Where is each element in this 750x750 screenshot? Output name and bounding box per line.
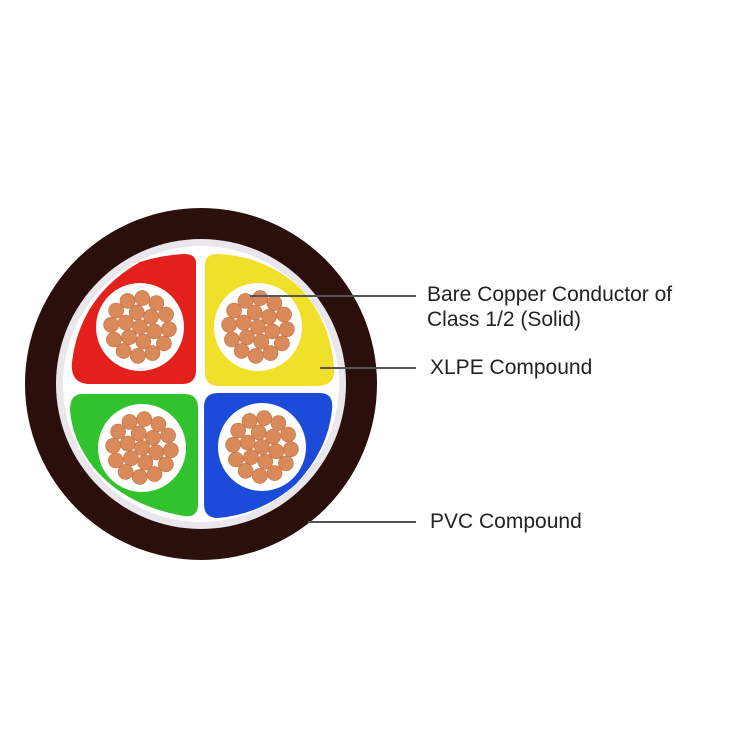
copper-strand [262, 345, 279, 361]
copper-strand [134, 440, 150, 456]
copper-strand [103, 316, 119, 333]
copper-strand [128, 304, 145, 321]
copper-strand [254, 439, 270, 455]
copper-strand [137, 454, 154, 471]
conductor-label-line1: Bare Copper Conductor of [427, 283, 673, 306]
copper-strand [241, 413, 258, 429]
copper-strand [123, 450, 139, 467]
copper-strand [237, 463, 254, 479]
copper-strand [280, 426, 296, 443]
copper-strand [119, 293, 136, 309]
copper-strand [221, 316, 237, 333]
xlpe-label: XLPE Compound [430, 356, 593, 379]
copper-strand [117, 464, 134, 480]
copper-strand [253, 333, 270, 350]
copper-strand [279, 321, 295, 338]
copper-strands [103, 290, 299, 485]
copper-strand [283, 441, 299, 458]
copper-strand [130, 425, 147, 442]
copper-strand [230, 422, 246, 439]
copper-strand [266, 465, 283, 481]
copper-strand [108, 452, 124, 469]
copper-strand [121, 414, 138, 430]
copper-strand [274, 335, 290, 352]
copper-strand [143, 308, 159, 325]
copper-strand [278, 455, 294, 472]
copper-strand [121, 329, 137, 346]
copper-strand [163, 442, 179, 459]
copper-strand [146, 466, 163, 482]
copper-strand [134, 290, 150, 306]
pvc-label: PVC Compound [430, 510, 582, 533]
copper-strand [251, 468, 268, 484]
copper-strand [148, 295, 165, 311]
copper-strand [160, 427, 176, 444]
copper-strand [226, 302, 242, 319]
copper-strand [224, 331, 240, 348]
copper-strand [250, 319, 266, 335]
copper-strand [276, 306, 292, 323]
copper-strand [135, 333, 152, 350]
copper-strand [132, 469, 148, 485]
copper-strand [158, 456, 174, 473]
copper-strand [145, 429, 161, 446]
copper-strand [115, 343, 132, 359]
copper-strand [228, 451, 244, 468]
copper-strand [106, 331, 122, 348]
conductor-label: Bare Copper Conductor of Class 1/2 (Soli… [427, 282, 672, 332]
copper-strand [250, 424, 267, 441]
copper-strand [270, 415, 287, 431]
copper-strand [136, 411, 152, 427]
copper-strand [144, 345, 161, 361]
copper-strand [132, 319, 148, 335]
copper-strand [252, 290, 269, 306]
copper-strand [256, 410, 273, 426]
copper-strand [156, 335, 172, 352]
copper-strand [161, 321, 177, 338]
copper-strand [150, 416, 167, 432]
copper-strand [233, 343, 250, 359]
copper-strand [105, 437, 121, 454]
copper-strand [257, 453, 274, 470]
copper-strand [108, 302, 124, 319]
copper-strand [225, 436, 241, 453]
copper-strand [243, 449, 259, 466]
copper-strand [239, 329, 255, 346]
copper-strand [110, 423, 126, 440]
copper-strand [130, 348, 146, 364]
copper-strand [265, 428, 281, 445]
copper-strand [248, 348, 264, 364]
copper-strand [246, 304, 263, 321]
copper-strand [261, 308, 277, 325]
copper-strand [158, 306, 174, 323]
conductor-label-line2: Class 1/2 (Solid) [427, 308, 582, 331]
